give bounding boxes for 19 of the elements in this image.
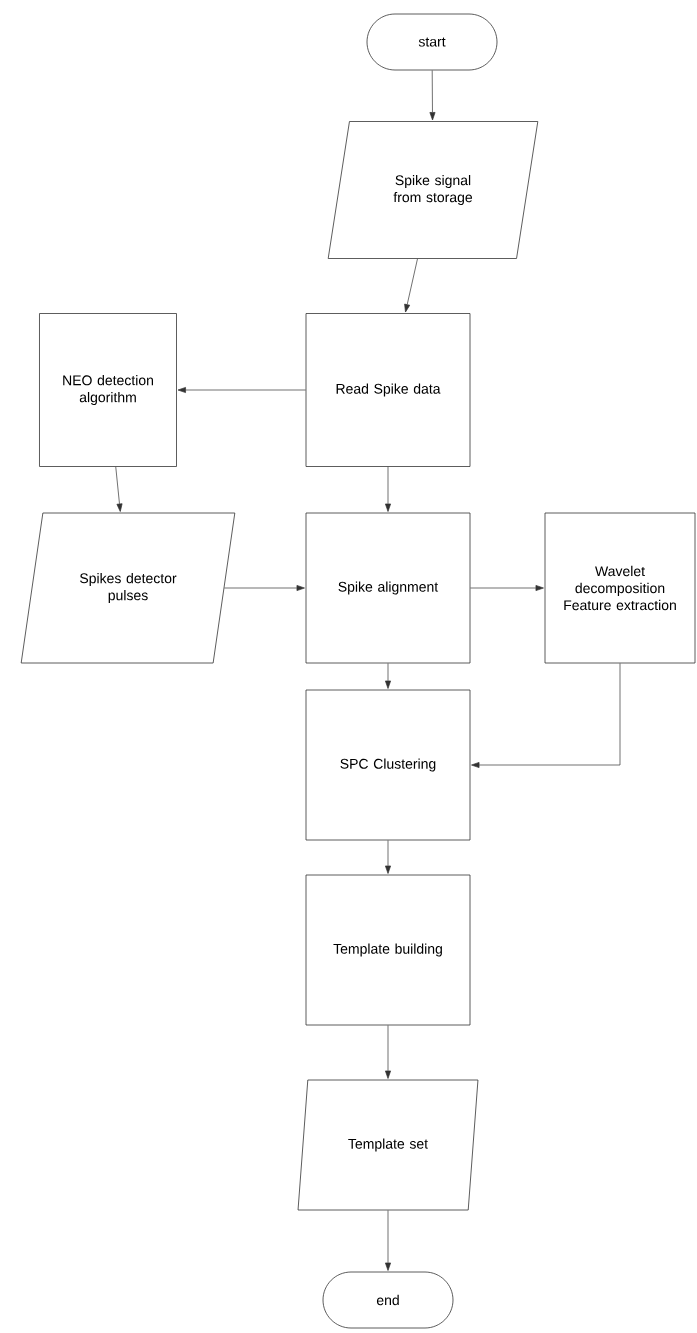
arrow — [470, 585, 544, 591]
arrow — [177, 387, 306, 393]
process-box: Wavelet decomposition Feature extraction — [544, 512, 696, 664]
arrow — [385, 466, 391, 512]
process-box: Spike alignment — [305, 512, 471, 664]
arrow — [404, 258, 418, 313]
process-box: Read Spike data — [305, 313, 471, 467]
arrow — [385, 1025, 391, 1079]
arrow — [224, 585, 305, 591]
arrow — [471, 663, 621, 768]
process-box: SPC Clustering — [305, 689, 471, 841]
process-box: Template building — [305, 874, 471, 1026]
process-box: NEO detection algorithm — [39, 313, 177, 467]
arrow — [429, 70, 436, 121]
arrow — [115, 466, 123, 512]
arrow — [385, 1210, 391, 1271]
data-parallelogram: Template set — [297, 1079, 479, 1211]
arrow — [385, 840, 391, 874]
arrow — [385, 663, 391, 689]
